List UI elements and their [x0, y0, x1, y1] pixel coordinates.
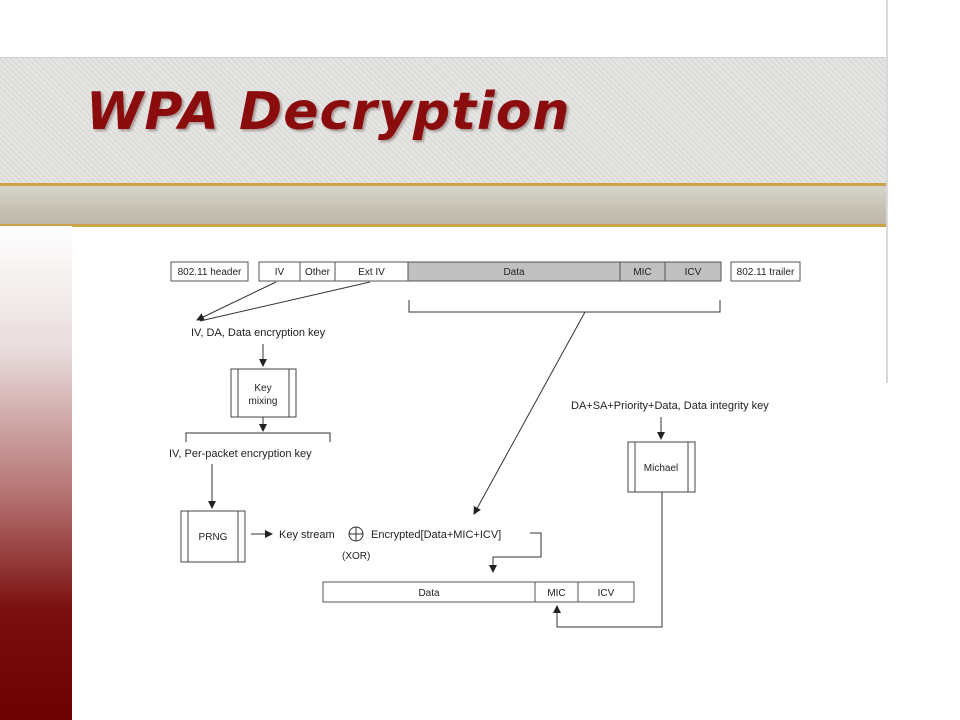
banner-band — [0, 186, 886, 226]
right-rule — [886, 0, 888, 383]
iv-arrow — [196, 281, 277, 321]
frame-other-label: Other — [305, 267, 331, 278]
frame-data-cell: Data — [407, 261, 621, 282]
arrow-michael-to-mic — [553, 492, 663, 628]
frame-mic-label: MIC — [633, 267, 651, 278]
frame-icv-cell: ICV — [664, 261, 722, 282]
iv-da-key-label: IV, DA, Data encryption key — [191, 327, 326, 339]
banner-divider-bottom — [0, 224, 886, 227]
frame-other-cell: Other — [299, 261, 336, 282]
output-mic-cell: MIC — [534, 581, 579, 603]
da-sa-priority-label: DA+SA+Priority+Data, Data integrity key — [571, 400, 769, 412]
key-mixing-line1: Key — [254, 383, 271, 394]
output-mic-label: MIC — [547, 588, 565, 599]
michael-box: Michael — [627, 441, 696, 493]
iv-per-packet-label: IV, Per-packet encryption key — [169, 448, 312, 460]
frame-trailer-label: 802.11 trailer — [737, 267, 795, 278]
frame-header-label: 802.11 header — [178, 267, 242, 278]
arrow-encrypted-to-output — [489, 532, 542, 573]
encrypted-label: Encrypted[Data+MIC+ICV] — [371, 529, 501, 541]
banner-divider-top — [0, 183, 886, 186]
frame-iv-label: IV — [275, 267, 285, 278]
frame-ext-iv-cell: Ext IV — [334, 261, 409, 282]
arrow-bracket-to-encrypted — [473, 311, 586, 515]
frame-mic-cell: MIC — [619, 261, 666, 282]
frame-header-cell: 802.11 header — [170, 261, 249, 282]
key-mixing-box: Key mixing — [230, 368, 297, 418]
frame-ext-iv-label: Ext IV — [358, 267, 385, 278]
frame-data-label: Data — [503, 267, 525, 278]
xor-icon — [348, 526, 364, 542]
key-stream-label: Key stream — [279, 529, 335, 541]
output-data-label: Data — [418, 588, 440, 599]
slide-title: WPA Decryption — [86, 82, 571, 142]
ext-iv-line — [199, 281, 371, 322]
output-icv-cell: ICV — [577, 581, 635, 603]
frame-trailer-cell: 802.11 trailer — [730, 261, 801, 282]
frame-iv-cell: IV — [258, 261, 301, 282]
left-gradient-bar — [0, 226, 72, 720]
output-data-cell: Data — [322, 581, 536, 603]
output-icv-label: ICV — [598, 588, 615, 599]
prng-label: PRNG — [199, 532, 228, 543]
frame-icv-label: ICV — [685, 267, 702, 278]
per-packet-bracket — [185, 432, 331, 442]
header-banner — [0, 57, 886, 184]
key-mixing-line2: mixing — [249, 396, 278, 407]
encrypted-bracket — [408, 300, 721, 313]
prng-box: PRNG — [180, 510, 246, 563]
xor-label: (XOR) — [342, 551, 370, 562]
michael-label: Michael — [644, 463, 678, 474]
